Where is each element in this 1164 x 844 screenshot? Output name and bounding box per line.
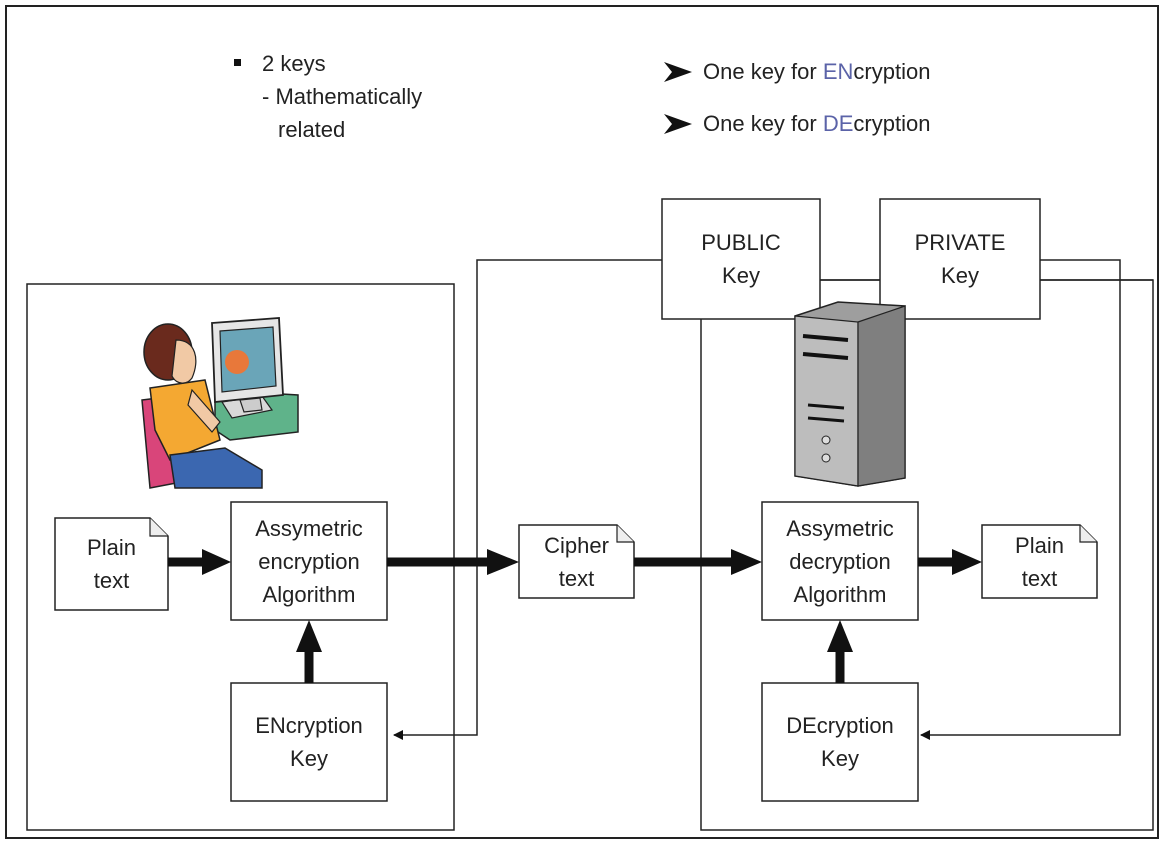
note-keys-title: 2 keys xyxy=(262,51,326,76)
encryption-algorithm-box xyxy=(230,501,388,621)
dec-key-line2: Key xyxy=(821,746,859,771)
enc-key-line1: ENcryption xyxy=(255,713,363,738)
note-dec-highlight: DE xyxy=(822,111,854,136)
private-key-box xyxy=(879,198,1041,320)
person-at-computer-illustration xyxy=(141,317,299,489)
private-key-route xyxy=(920,259,1121,740)
doc-fold xyxy=(616,525,634,543)
server-tower-illustration xyxy=(794,301,906,487)
dec-key-line1: DEcryption xyxy=(786,713,894,738)
decryption-algorithm-box xyxy=(761,501,919,621)
private-key-label: PRIVATE Key xyxy=(880,199,1040,319)
encryption-key-box xyxy=(230,682,388,802)
doc-fold xyxy=(1079,525,1097,543)
note-keys-sub2: related xyxy=(278,117,346,142)
note-enc-suffix: cryption xyxy=(853,59,931,84)
sender-plaintext-doc xyxy=(54,517,169,611)
public-key-line2: Key xyxy=(722,263,760,288)
receiver-plain-line2: text xyxy=(1021,565,1058,591)
enc-algo-line1: Assymetric xyxy=(255,515,363,541)
encryption-algorithm-label: Assymetric encryption Algorithm xyxy=(231,502,387,620)
sender-region xyxy=(26,283,455,831)
cipher-line2: text xyxy=(558,565,595,591)
note-dec-suffix: cryption xyxy=(853,111,931,136)
public-key-label: PUBLIC Key xyxy=(662,199,820,319)
cipher-line1: Cipher xyxy=(544,532,609,558)
ciphertext-doc xyxy=(518,524,635,599)
receiver-plaintext-doc xyxy=(981,524,1098,599)
receiver-plaintext-label: Plain text xyxy=(982,525,1097,598)
doc-fold xyxy=(149,518,168,537)
bullet-square xyxy=(234,59,241,66)
enc-algo-line2: encryption xyxy=(258,548,360,574)
dec-algo-line2: decryption xyxy=(789,548,891,574)
private-key-line1: PRIVATE xyxy=(914,230,1006,255)
note-keys-sub1: - Mathematically xyxy=(262,84,423,109)
flow-arrows xyxy=(168,549,982,683)
private-key-line2: Key xyxy=(941,263,979,288)
dec-algo-line3: Algorithm xyxy=(793,581,887,607)
enc-key-line2: Key xyxy=(290,746,328,771)
note-encryption-key: One key for ENcryption xyxy=(703,55,930,88)
decryption-algorithm-label: Assymetric decryption Algorithm xyxy=(762,502,918,620)
enc-algo-line3: Algorithm xyxy=(262,581,356,607)
sender-plain-line1: Plain xyxy=(87,535,136,560)
ciphertext-label: Cipher text xyxy=(519,525,634,598)
dec-algo-line1: Assymetric xyxy=(786,515,894,541)
note-dec-prefix: One key for xyxy=(703,111,823,136)
outer-frame xyxy=(5,5,1159,839)
decryption-key-label: DEcryption Key xyxy=(762,683,918,801)
decryption-key-box xyxy=(761,682,919,802)
sender-plain-line2: text xyxy=(93,568,130,593)
receiver-plain-line1: Plain xyxy=(1015,532,1064,558)
sender-plaintext-label: Plain text xyxy=(55,518,168,610)
note-enc-prefix: One key for xyxy=(703,59,823,84)
arrow-bullet-encryption xyxy=(664,62,692,82)
note-decryption-key: One key for DEcryption xyxy=(703,107,930,140)
arrow-bullet-decryption xyxy=(664,114,692,134)
note-enc-highlight: EN xyxy=(822,59,854,84)
public-key-route xyxy=(393,259,662,740)
public-key-line1: PUBLIC xyxy=(701,230,781,255)
encryption-key-label: ENcryption Key xyxy=(231,683,387,801)
public-key-box xyxy=(661,198,821,320)
